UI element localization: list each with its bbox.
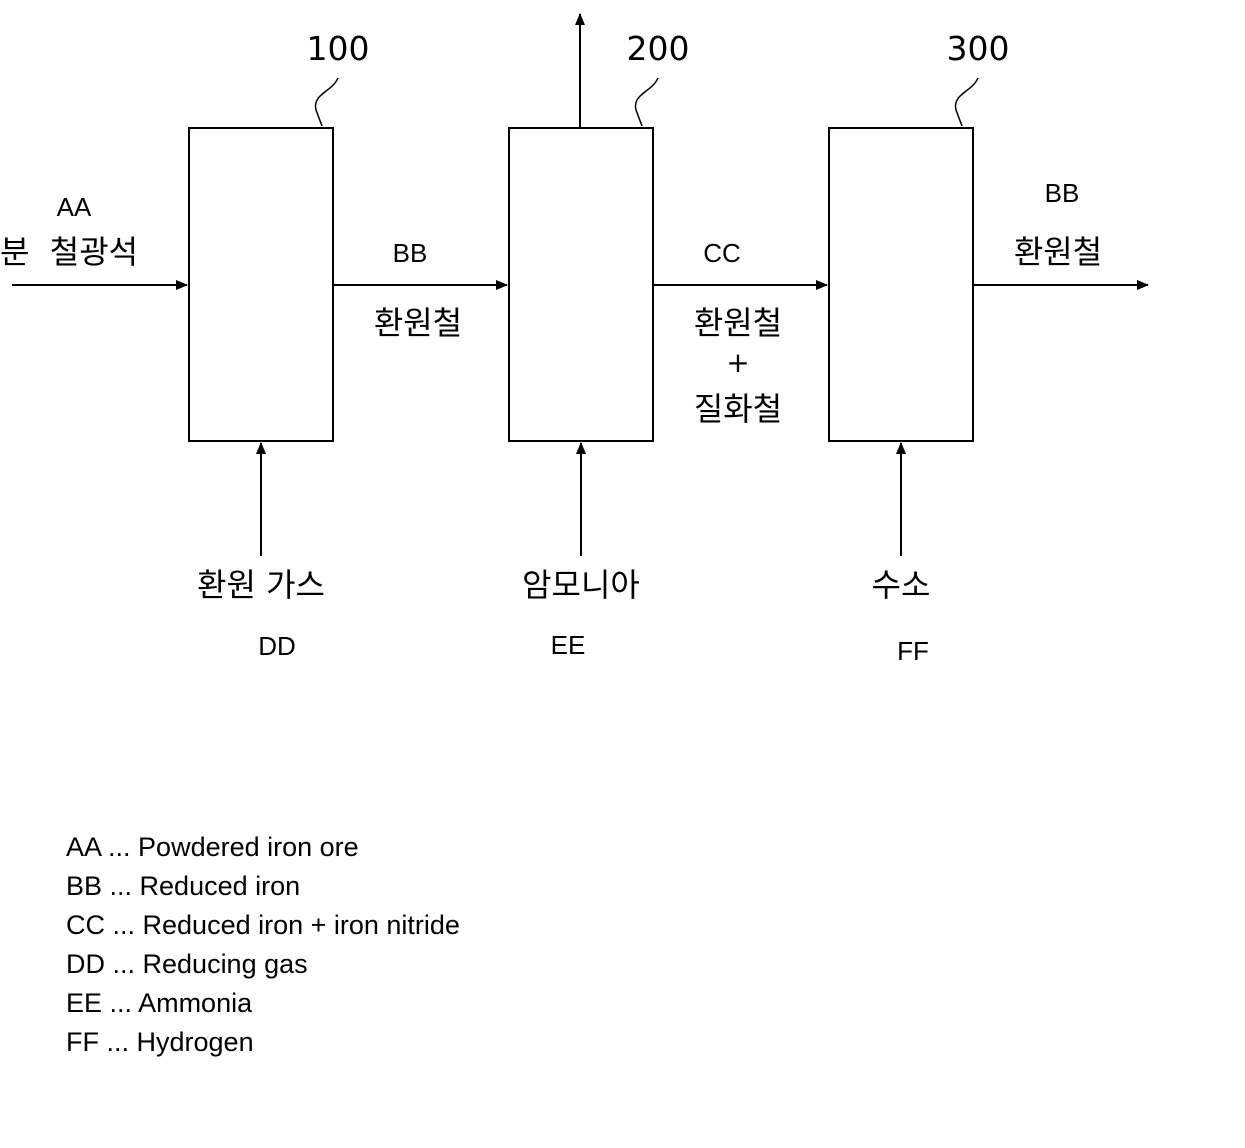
stream-1-2-korean: 환원철: [374, 304, 462, 342]
legend-description: Reduced iron + iron nitride: [143, 910, 460, 940]
reactor-100-leader: [315, 78, 338, 126]
stream-2-3-code: CC: [703, 238, 741, 268]
stream-2-3-plus: +: [726, 346, 749, 379]
legend-code: EE: [66, 988, 102, 1018]
hydrogen-korean: 수소: [872, 566, 931, 604]
reactor-200-box: [509, 128, 653, 441]
legend-description: Reduced iron: [140, 871, 301, 901]
product-korean: 환원철: [1014, 233, 1102, 271]
reactor-300-box: [829, 128, 973, 441]
legend-separator: ...: [105, 949, 143, 979]
legend-row-aa: AA ... Powdered iron ore: [66, 828, 460, 867]
stream-2-3-korean-line1: 환원철: [694, 304, 782, 342]
legend-code: BB: [66, 871, 102, 901]
reactor-300-leader: [955, 78, 978, 126]
legend-code: FF: [66, 1027, 99, 1057]
reactor-300-ref: 300: [947, 29, 1010, 68]
legend-description: Reducing gas: [143, 949, 308, 979]
legend-separator: ...: [101, 832, 139, 862]
legend-separator: ...: [102, 988, 138, 1018]
legend-code: AA: [66, 832, 101, 862]
legend-row-bb: BB ... Reduced iron: [66, 867, 460, 906]
legend-row-ff: FF ... Hydrogen: [66, 1023, 460, 1062]
legend-separator: ...: [105, 910, 143, 940]
reducing-gas-korean: 환원 가스: [197, 566, 325, 604]
legend: AA ... Powdered iron ore BB ... Reduced …: [66, 828, 460, 1062]
legend-code: CC: [66, 910, 105, 940]
reactor-100-ref: 100: [307, 29, 370, 68]
legend-separator: ...: [99, 1027, 137, 1057]
stream-1-2-code: BB: [393, 238, 428, 268]
feed-korean: 분 철광석: [0, 233, 138, 271]
legend-code: DD: [66, 949, 105, 979]
ammonia-code: EE: [551, 630, 586, 660]
reducing-gas-code: DD: [258, 631, 296, 661]
legend-description: Ammonia: [138, 988, 252, 1018]
feed-code: AA: [57, 192, 92, 222]
legend-description: Powdered iron ore: [138, 832, 359, 862]
legend-row-dd: DD ... Reducing gas: [66, 945, 460, 984]
reactor-100-box: [189, 128, 333, 441]
stream-2-3-korean-line2: 질화철: [694, 390, 782, 428]
product-code: BB: [1045, 178, 1080, 208]
hydrogen-code: FF: [897, 636, 929, 666]
reactor-200-ref: 200: [627, 29, 690, 68]
reactor-200-leader: [635, 78, 658, 126]
legend-row-ee: EE ... Ammonia: [66, 984, 460, 1023]
legend-description: Hydrogen: [137, 1027, 254, 1057]
ammonia-korean: 암모니아: [522, 566, 640, 604]
legend-separator: ...: [102, 871, 140, 901]
legend-row-cc: CC ... Reduced iron + iron nitride: [66, 906, 460, 945]
